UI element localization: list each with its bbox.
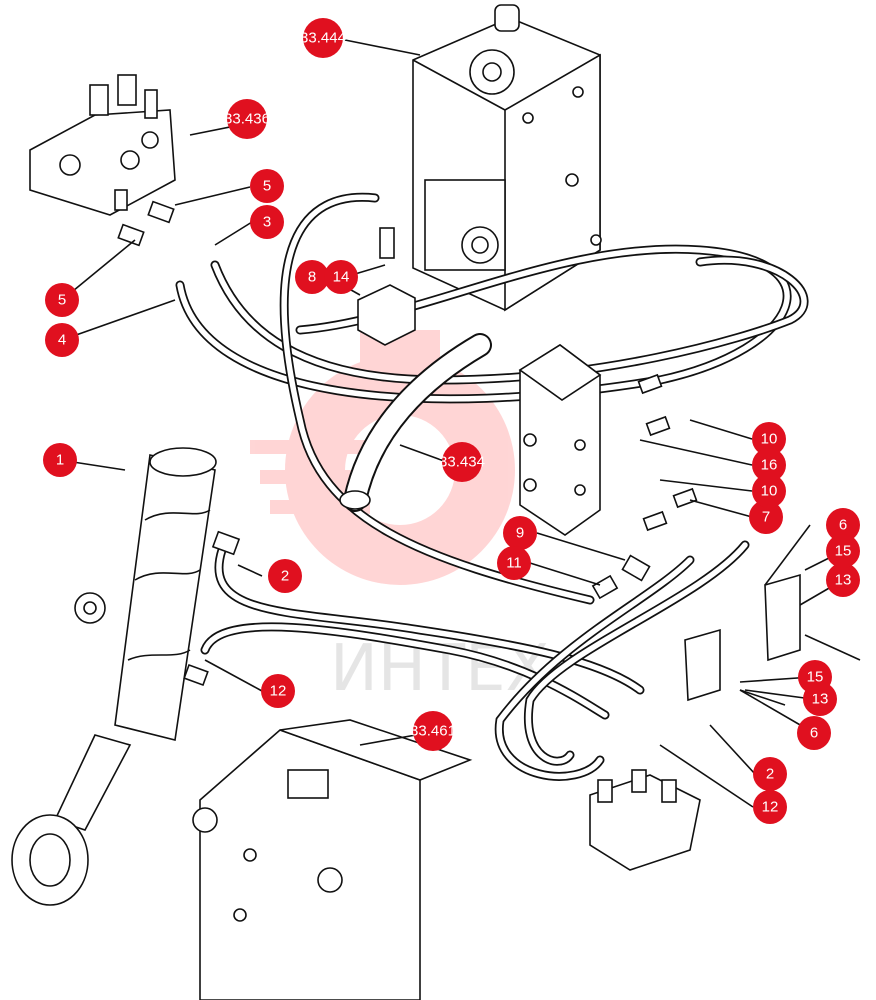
callout[interactable]: 8 — [295, 260, 329, 294]
callout[interactable]: 12 — [261, 674, 295, 708]
svg-text:8: 8 — [308, 269, 316, 286]
callout[interactable]: 15 — [798, 660, 832, 694]
callout[interactable]: 5 — [45, 283, 79, 317]
callout[interactable]: 14 — [324, 260, 358, 294]
svg-text:12: 12 — [762, 799, 779, 816]
callout[interactable]: 10 — [752, 474, 786, 508]
svg-text:15: 15 — [835, 543, 852, 560]
svg-text:2: 2 — [766, 766, 774, 783]
svg-text:5: 5 — [263, 178, 271, 195]
svg-text:7: 7 — [762, 509, 770, 526]
svg-text:33.436: 33.436 — [224, 111, 270, 128]
callout[interactable]: 7 — [749, 500, 783, 534]
svg-text:13: 13 — [835, 572, 852, 589]
callout[interactable]: 1 — [43, 443, 77, 477]
callout[interactable]: 9 — [503, 516, 537, 550]
callout[interactable]: 2 — [268, 559, 302, 593]
svg-text:33.434: 33.434 — [439, 454, 485, 471]
svg-text:10: 10 — [761, 431, 778, 448]
callout[interactable]: 6 — [797, 716, 831, 750]
svg-text:13: 13 — [812, 691, 829, 708]
svg-text:5: 5 — [58, 292, 66, 309]
svg-text:6: 6 — [810, 725, 818, 742]
callout[interactable]: 11 — [497, 546, 531, 580]
callout[interactable]: 5 — [250, 169, 284, 203]
svg-text:1: 1 — [56, 452, 64, 469]
svg-text:16: 16 — [761, 457, 778, 474]
fittings — [117, 200, 698, 687]
svg-text:12: 12 — [270, 683, 287, 700]
hoses — [175, 192, 809, 781]
svg-text:15: 15 — [807, 669, 824, 686]
callout[interactable]: 15 — [826, 534, 860, 568]
svg-text:11: 11 — [506, 555, 522, 572]
svg-text:10: 10 — [761, 483, 778, 500]
tank-assembly — [412, 4, 602, 312]
callouts: 1 2 2 3 4 5 5 6 6 7 8 9 10 10 11 12 12 1… — [43, 169, 860, 824]
svg-text:4: 4 — [58, 332, 66, 349]
callout[interactable]: 13 — [826, 563, 860, 597]
svg-text:6: 6 — [839, 517, 847, 534]
svg-text:33.444: 33.444 — [300, 30, 346, 47]
gearbox-housing — [192, 719, 701, 1000]
svg-text:3: 3 — [263, 214, 271, 231]
callout[interactable]: 3 — [250, 205, 284, 239]
callout[interactable]: 4 — [45, 323, 79, 357]
reference-label[interactable]: 33.461 — [410, 711, 456, 751]
distributor-block — [518, 344, 602, 536]
control-valve — [29, 74, 176, 216]
reference-label[interactable]: 33.436 — [224, 99, 270, 139]
svg-text:14: 14 — [333, 269, 350, 286]
mount-bracket — [357, 227, 416, 346]
svg-text:2: 2 — [281, 568, 289, 585]
hose-clamps — [684, 573, 861, 706]
svg-text:9: 9 — [516, 525, 524, 542]
hydraulic-cylinder — [11, 447, 217, 906]
callout[interactable]: 12 — [753, 790, 787, 824]
reference-label[interactable]: 33.434 — [439, 442, 485, 482]
reference-labels: 33.444 33.436 33.434 33.461 — [224, 18, 485, 751]
callout[interactable]: 10 — [752, 422, 786, 456]
svg-text:33.461: 33.461 — [410, 723, 456, 740]
callout[interactable]: 6 — [826, 508, 860, 542]
reference-label[interactable]: 33.444 — [300, 18, 346, 58]
callout[interactable]: 2 — [753, 757, 787, 791]
elbow-pipe — [339, 333, 492, 512]
callout[interactable]: 16 — [752, 448, 786, 482]
